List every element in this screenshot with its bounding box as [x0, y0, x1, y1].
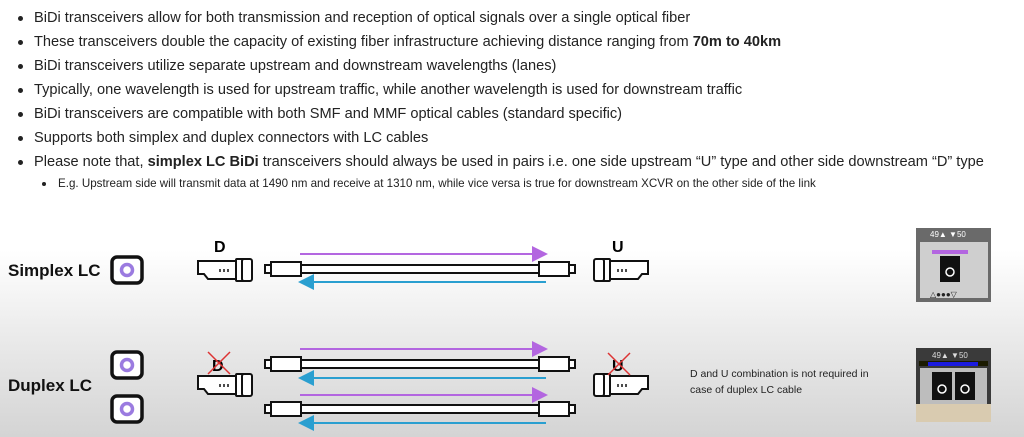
transceiver-d-icon — [197, 373, 253, 397]
bullet: BiDi transceivers allow for both transmi… — [18, 6, 984, 30]
duplex-switch-port-image: 49▲ ▼50 — [916, 348, 991, 422]
cross-icon — [207, 351, 231, 375]
u-label: U — [612, 239, 624, 256]
duplex-cable-icon — [264, 401, 576, 417]
bullet: Supports both simplex and duplex connect… — [18, 126, 984, 150]
duplex-port-icon — [110, 350, 144, 380]
duplex-lc-label: Duplex LC — [8, 376, 93, 395]
bullet: BiDi transceivers are compatible with bo… — [18, 102, 984, 126]
cross-icon — [607, 352, 631, 376]
duplex-port-icon — [110, 394, 144, 424]
port-number-label: 49▲ ▼50 — [932, 351, 968, 360]
d-label-crossed: D — [212, 358, 224, 375]
d-label: D — [214, 239, 226, 256]
transceiver-u-icon — [593, 373, 649, 397]
transceiver-u-icon — [593, 258, 649, 282]
simplex-switch-port-image: 49▲ ▼50 △●●●▽ — [916, 228, 991, 302]
bullet: These transceivers double the capacity o… — [18, 30, 984, 54]
duplex-note: D and U combination is not required in c… — [690, 368, 869, 396]
simplex-port-icon — [110, 255, 144, 285]
bullet-list: BiDi transceivers allow for both transmi… — [18, 6, 984, 194]
transceiver-d-icon — [197, 258, 253, 282]
simplex-cable-icon — [264, 261, 576, 277]
bullet: Typically, one wavelength is used for up… — [18, 78, 984, 102]
bullet: Please note that, simplex LC BiDi transc… — [18, 150, 984, 174]
bullet: BiDi transceivers utilize separate upstr… — [18, 54, 984, 78]
sub-bullet: E.g. Upstream side will transmit data at… — [18, 174, 984, 194]
u-label-crossed: U — [612, 358, 624, 375]
port-led-symbols: △●●●▽ — [930, 290, 958, 299]
duplex-cable-icon — [264, 356, 576, 372]
port-number-label: 49▲ ▼50 — [930, 230, 966, 239]
simplex-lc-label: Simplex LC — [8, 261, 101, 280]
